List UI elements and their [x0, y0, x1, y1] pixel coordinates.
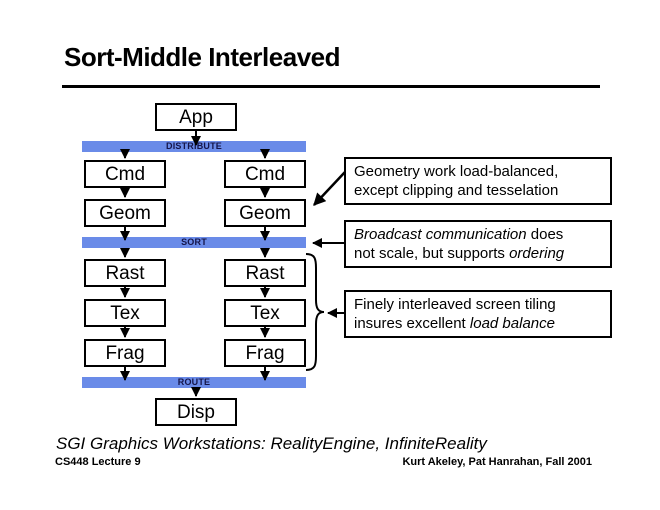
note-broadcast-italic: Broadcast communication — [354, 226, 527, 243]
box-geom-right: Geom — [224, 199, 306, 227]
box-cmd-right: Cmd — [224, 160, 306, 188]
box-disp: Disp — [155, 398, 237, 426]
note-geometry-line2: except clipping and tesselation — [354, 182, 559, 199]
note-broadcast: Broadcast communication does not scale, … — [344, 220, 612, 268]
box-frag-right: Frag — [224, 339, 306, 367]
box-cmd-left: Cmd — [84, 160, 166, 188]
note-tiling-line1: Finely interleaved screen tiling — [354, 296, 556, 313]
box-rast-left: Rast — [84, 259, 166, 287]
annotation-connectors — [305, 171, 346, 371]
note-tiling-seg1: insures excellent — [354, 315, 470, 332]
brace-raster-stages — [305, 253, 325, 371]
box-app: App — [155, 103, 237, 131]
title-underline — [62, 85, 600, 88]
box-tex-right: Tex — [224, 299, 306, 327]
box-rast-right: Rast — [224, 259, 306, 287]
note-geometry-balance: Geometry work load-balanced, except clip… — [344, 157, 612, 205]
note-tiling-load-balance-italic: load balance — [469, 315, 555, 332]
footer-authors: Kurt Akeley, Pat Hanrahan, Fall 2001 — [402, 456, 592, 468]
box-geom-left: Geom — [84, 199, 166, 227]
bar-distribute: DISTRIBUTE — [82, 141, 306, 152]
note-broadcast-ordering-italic: ordering — [509, 245, 565, 262]
bar-route-label: ROUTE — [177, 377, 211, 387]
note-broadcast-seg3: not scale, but supports — [354, 245, 510, 262]
arrow-note-geometry-to-geom — [313, 171, 346, 206]
caption-sgi-workstations: SGI Graphics Workstations: RealityEngine… — [56, 434, 487, 453]
note-geometry-line1: Geometry work load-balanced, — [354, 163, 559, 180]
note-interleaved-tiling: Finely interleaved screen tiling insures… — [344, 290, 612, 338]
note-broadcast-seg2: does — [526, 226, 564, 243]
bar-sort: SORT — [82, 237, 306, 248]
bar-sort-label: SORT — [181, 237, 207, 247]
bar-route: ROUTE — [82, 377, 306, 388]
box-frag-left: Frag — [84, 339, 166, 367]
footer-course: CS448 Lecture 9 — [55, 456, 141, 468]
box-tex-left: Tex — [84, 299, 166, 327]
bar-distribute-label: DISTRIBUTE — [166, 141, 222, 151]
slide-title: Sort-Middle Interleaved — [64, 42, 341, 72]
